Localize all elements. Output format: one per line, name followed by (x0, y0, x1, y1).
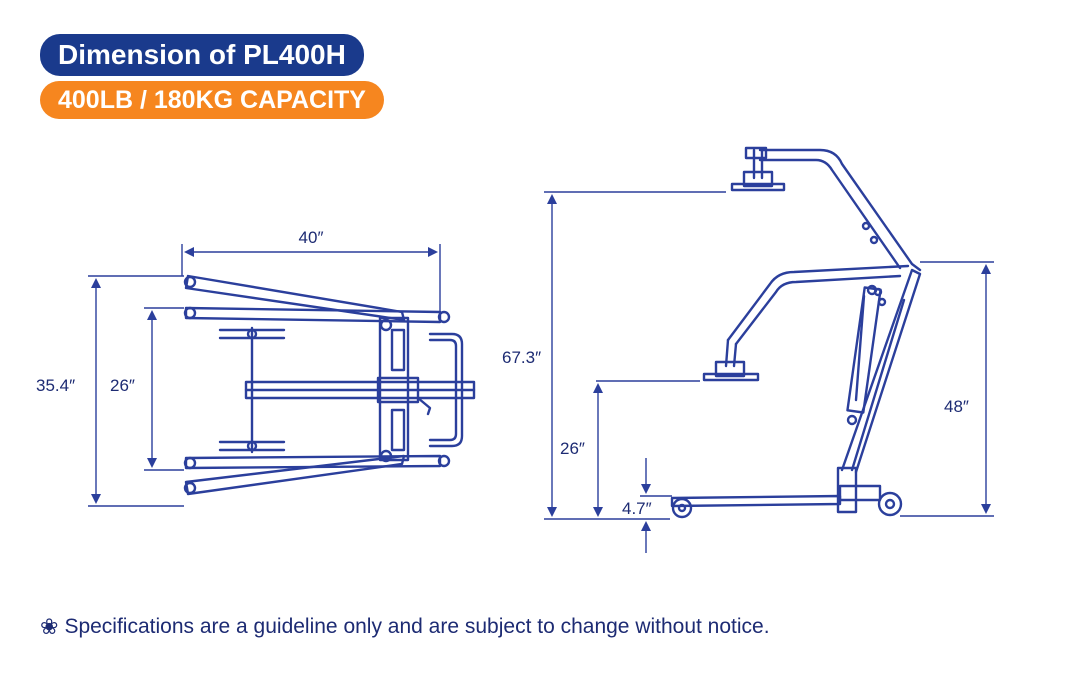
side-min-height-label: 26″ (560, 439, 585, 458)
flower-icon: ❀ (40, 614, 59, 639)
side-max-height-label: 67.3″ (502, 348, 541, 367)
side-mast-height-label: 48″ (944, 397, 969, 416)
top-outer-depth-label: 35.4″ (36, 376, 75, 395)
disclaimer-text: Specifications are a guideline only and … (64, 615, 770, 638)
top-view-lift-diagram (183, 274, 476, 496)
disclaimer: ❀ Specifications are a guideline only an… (40, 614, 770, 640)
capacity-badge: 400LB / 180KG CAPACITY (40, 81, 384, 119)
model-title-badge: Dimension of PL400H (40, 34, 364, 76)
side-base-height-label: 4.7″ (622, 499, 652, 518)
side-view-lift-diagram (670, 146, 922, 519)
dimension-arrows (91, 194, 991, 531)
top-width-label: 40″ (299, 228, 324, 247)
top-inner-depth-label: 26″ (110, 376, 135, 395)
